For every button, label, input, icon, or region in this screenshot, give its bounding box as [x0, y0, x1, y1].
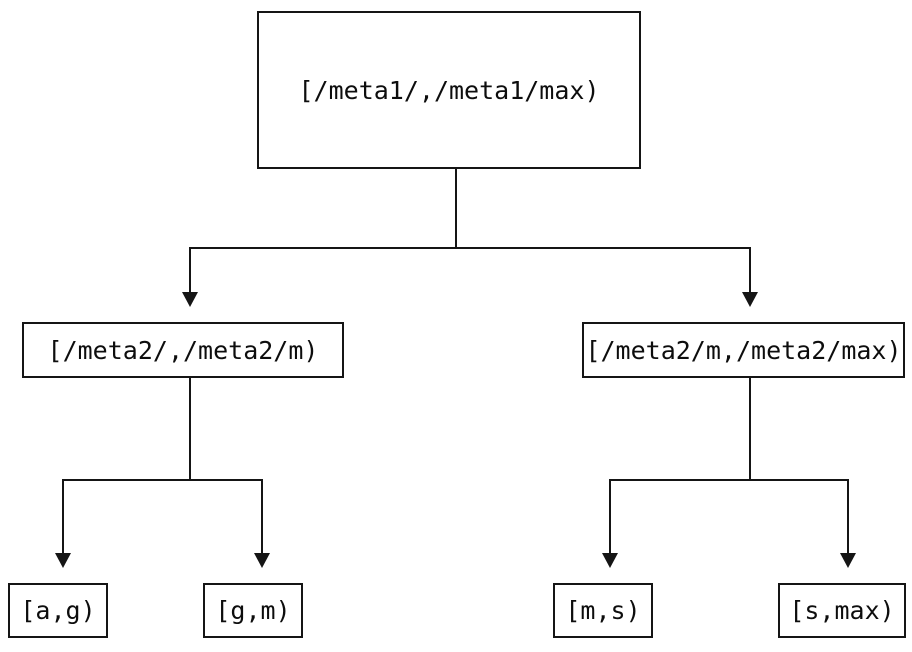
- connector-meta2-left-to-ag-stub: [62, 479, 64, 554]
- node-leaf-gm: [g,m): [203, 583, 303, 638]
- connector-meta2-right-crossbar: [609, 479, 849, 481]
- connector-meta2-right-stem: [749, 378, 751, 481]
- connector-meta2-left-crossbar: [62, 479, 263, 481]
- connector-root-stem: [455, 169, 457, 248]
- arrowhead-down-icon: [254, 553, 270, 568]
- node-meta2-left-label: [/meta2/,/meta2/m): [47, 335, 319, 365]
- node-meta2-left: [/meta2/,/meta2/m): [22, 322, 344, 378]
- node-leaf-ag: [a,g): [8, 583, 108, 638]
- node-leaf-smax-label: [s,max): [789, 596, 895, 625]
- arrowhead-down-icon: [742, 292, 758, 307]
- arrowhead-down-icon: [602, 553, 618, 568]
- connector-meta2-right-to-ms-stub: [609, 479, 611, 554]
- arrowhead-down-icon: [840, 553, 856, 568]
- node-leaf-ms-label: [m,s): [565, 596, 641, 625]
- node-leaf-ms: [m,s): [553, 583, 653, 638]
- connector-meta2-left-to-gm-stub: [261, 479, 263, 554]
- connector-meta2-left-stem: [189, 378, 191, 481]
- connector-root-crossbar: [189, 247, 751, 249]
- arrowhead-down-icon: [182, 292, 198, 307]
- node-meta2-right-label: [/meta2/m,/meta2/max): [585, 335, 902, 365]
- connector-root-to-left-stub: [189, 247, 191, 293]
- node-root: [/meta1/,/meta1/max): [257, 11, 641, 169]
- connector-root-to-right-stub: [749, 247, 751, 293]
- node-leaf-smax: [s,max): [778, 583, 906, 638]
- arrowhead-down-icon: [55, 553, 71, 568]
- node-leaf-ag-label: [a,g): [20, 596, 96, 625]
- node-leaf-gm-label: [g,m): [215, 596, 291, 625]
- connector-meta2-right-to-smax-stub: [847, 479, 849, 554]
- node-root-label: [/meta1/,/meta1/max): [298, 75, 600, 105]
- node-meta2-right: [/meta2/m,/meta2/max): [582, 322, 905, 378]
